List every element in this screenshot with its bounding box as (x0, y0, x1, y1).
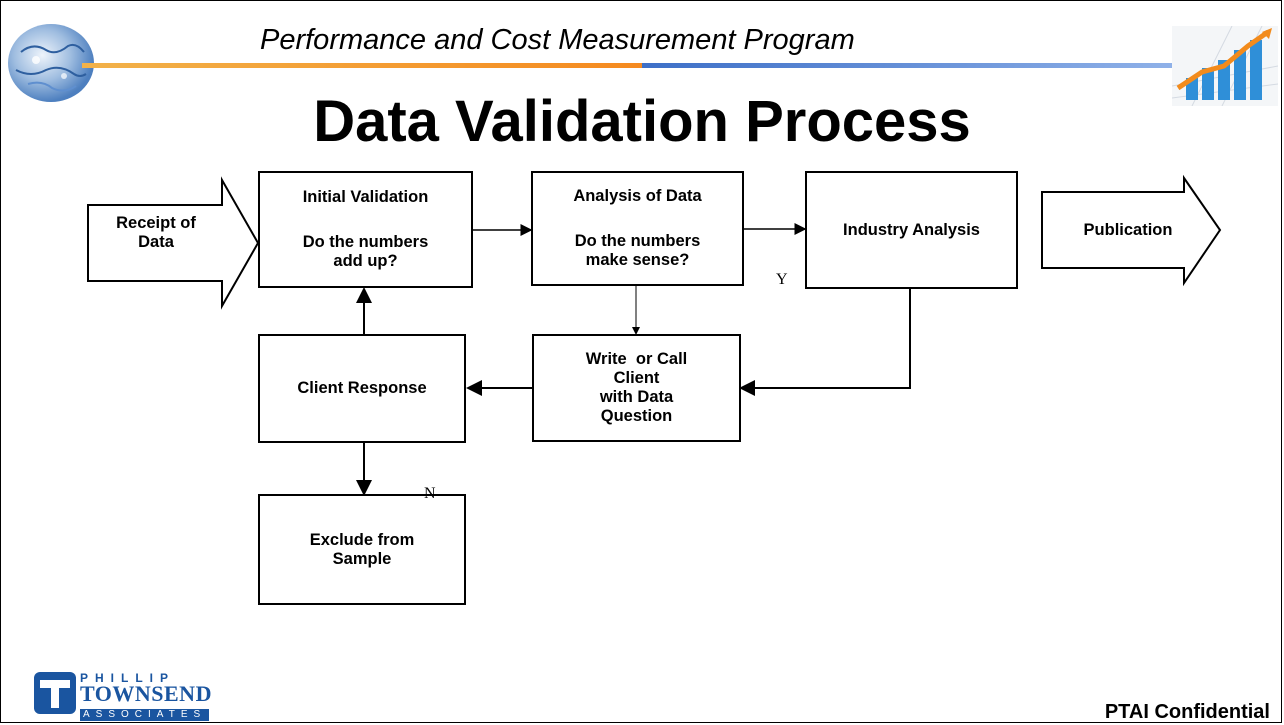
write-or-call-line-4: Question (600, 406, 673, 425)
write-or-call-line-1: Write or Call (585, 350, 688, 369)
no-label: N (424, 485, 436, 502)
analysis-of-data-question: Do the numbers make sense? (574, 232, 701, 269)
industry-analysis-label: Industry Analysis (843, 220, 980, 239)
client-response-label: Client Response (297, 379, 427, 398)
header-bar-blue (642, 63, 1172, 68)
growth-chart-image (1172, 26, 1278, 106)
logo-townsend: TOWNSEND (80, 681, 212, 706)
analysis-of-data-title: Analysis of Data (573, 187, 702, 206)
initial-validation-question: Do the numbers add up? (302, 233, 429, 270)
program-subtitle: Performance and Cost Measurement Program (260, 24, 855, 56)
analysis-of-data-box: Analysis of Data Do the numbers make sen… (531, 171, 744, 286)
header-bar-orange (82, 63, 642, 68)
industry-analysis-box: Industry Analysis (805, 171, 1018, 289)
client-response-box: Client Response (258, 334, 466, 443)
exclude-from-sample-box: Exclude from Sample (258, 494, 466, 605)
exclude-line-1: Exclude from (309, 530, 415, 549)
exclude-line-2: Sample (332, 549, 392, 568)
write-or-call-line-2: Client (613, 369, 660, 388)
yes-label: Y (776, 271, 788, 288)
receipt-of-data-label: Receipt of Data (116, 214, 196, 251)
initial-validation-box: Initial Validation Do the numbers add up… (258, 171, 473, 288)
slide-title: Data Validation Process (313, 89, 971, 154)
initial-validation-title: Initial Validation (302, 188, 429, 207)
write-or-call-line-3: with Data (599, 388, 674, 406)
publication-label: Publication (1083, 221, 1173, 239)
confidential-footer: PTAI Confidential (1104, 701, 1270, 723)
write-or-call-box: Write or Call Client with Data Question (532, 334, 741, 442)
logo-phillip: PHILLIP (80, 671, 176, 685)
logo-associates: ASSOCIATES (80, 709, 210, 721)
receipt-arrow-shape (87, 176, 260, 310)
arrow-industry-to-write (739, 288, 911, 396)
publication-arrow-shape (1041, 174, 1222, 287)
globe-image (8, 24, 94, 102)
townsend-logo-mark (34, 672, 76, 714)
townsend-logo-text: PHILLIP TOWNSEND ASSOCIATES (80, 672, 212, 722)
